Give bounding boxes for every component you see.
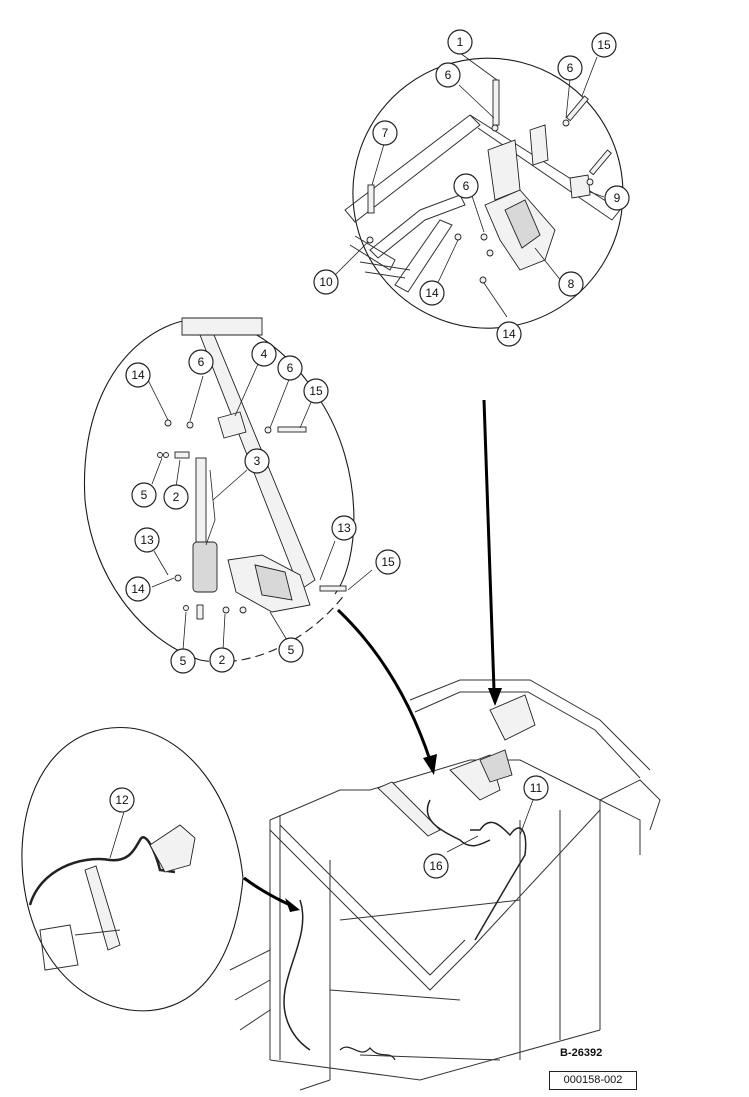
detail-top-right: 1 6 6 15 7 6 9 10 14 8 14 [313, 29, 630, 347]
callout-left-14b: 14 [125, 576, 151, 602]
callout-label: 15 [597, 38, 611, 52]
callout-label: 12 [115, 793, 129, 807]
leaders-left [147, 363, 373, 651]
pin-part-15 [565, 95, 589, 122]
pointer-arrows [243, 399, 502, 912]
vehicle-frame: 11 16 [229, 679, 661, 1091]
callout-top-right-14b: 14 [496, 321, 522, 347]
bracket-part-9 [569, 174, 591, 199]
callout-label: 6 [463, 179, 470, 193]
callout-top-right-8: 8 [558, 271, 584, 297]
detail-lower-left: 12 [21, 726, 244, 1012]
callout-top-right-1: 1 [447, 29, 473, 55]
callout-label: 2 [219, 653, 226, 667]
callout-left-13a: 13 [134, 527, 160, 553]
callout-label: 16 [429, 859, 443, 873]
callout-top-right-14a: 14 [419, 280, 445, 306]
detail-top-right-outline [352, 57, 624, 329]
callout-label: 14 [425, 286, 439, 300]
callout-label: 6 [287, 361, 294, 375]
callout-left-4: 4 [251, 341, 277, 367]
callout-label: 2 [173, 490, 180, 504]
plate [487, 139, 521, 201]
callout-top-right-7: 7 [372, 120, 398, 146]
callout-label: 10 [319, 275, 333, 289]
callout-left-6a: 6 [188, 349, 214, 375]
callout-label: 5 [180, 654, 187, 668]
callout-left-14a: 14 [125, 362, 151, 388]
detail-left-outline [83, 318, 355, 661]
callout-label: 6 [198, 355, 205, 369]
pin-part-15-lower [319, 585, 347, 592]
callout-label: 14 [131, 582, 145, 596]
callout-left-15b: 15 [375, 549, 401, 575]
callout-left-13b: 13 [331, 515, 357, 541]
callout-left-2a: 2 [163, 484, 189, 510]
callout-lower-left-12: 12 [109, 787, 135, 813]
callout-label: 14 [502, 327, 516, 341]
callout-label: 3 [254, 454, 261, 468]
arrow-left-detail [336, 608, 432, 761]
callout-label: 6 [445, 68, 452, 82]
callout-label: 15 [381, 555, 395, 569]
callout-label: 14 [131, 368, 145, 382]
actuator-shaft [195, 457, 207, 544]
bolt-part-7 [367, 184, 375, 214]
pin-part-2 [174, 451, 190, 459]
callout-top-right-9: 9 [604, 185, 630, 211]
callout-left-6b: 6 [277, 355, 303, 381]
callout-left-2b: 2 [209, 647, 235, 673]
callout-left-15a: 15 [303, 378, 329, 404]
callout-label: 8 [568, 277, 575, 291]
vehicle-lift-bar [377, 781, 441, 837]
callout-label: 1 [457, 35, 464, 49]
pin-part-15-b [588, 149, 612, 176]
callout-label: 6 [567, 61, 574, 75]
callout-top-right-6c: 6 [453, 173, 479, 199]
callout-vehicle-16: 16 [423, 853, 449, 879]
callout-label: 7 [382, 126, 389, 140]
detail-lower-left-post [84, 865, 121, 951]
callout-vehicle-11: 11 [523, 775, 549, 801]
callout-label: 11 [530, 781, 543, 795]
pin-part-2-lower [196, 604, 204, 620]
callout-left-3: 3 [244, 448, 270, 474]
callout-label: 15 [309, 384, 323, 398]
actuator-motor [192, 541, 218, 593]
vehicle-mount [489, 694, 536, 741]
detail-lower-left-outline [21, 726, 244, 1012]
callout-top-right-6a: 6 [435, 62, 461, 88]
callout-top-right-6b: 6 [557, 55, 583, 81]
frame-section-top [344, 114, 621, 293]
link-part-4 [217, 411, 247, 439]
callout-left-5b: 5 [170, 648, 196, 674]
figure-label: B-26392 [560, 1047, 603, 1059]
nuts-top-right [366, 119, 594, 284]
callout-label: 13 [140, 533, 154, 547]
callout-label: 4 [261, 347, 268, 361]
callout-label: 5 [288, 643, 295, 657]
callout-top-right-10: 10 [313, 269, 339, 295]
callout-label: 5 [141, 488, 148, 502]
callout-top-right-15: 15 [591, 32, 617, 58]
callout-label: 9 [614, 191, 621, 205]
harness-part-16 [426, 799, 491, 847]
arrow-top-detail [482, 399, 496, 691]
harness-part-11 [470, 821, 527, 941]
lift-arm [181, 317, 263, 336]
figure-code: 000158-002 [549, 1071, 637, 1090]
arrow-lower-detail [243, 876, 291, 907]
callout-left-5a: 5 [131, 482, 157, 508]
callout-label: 13 [337, 521, 351, 535]
bolt-part-1 [492, 79, 500, 126]
callout-left-5c: 5 [278, 637, 304, 663]
detail-left: 14 6 4 6 15 3 5 2 13 13 14 15 5 2 5 [83, 317, 401, 674]
cable-connector [149, 824, 196, 873]
pin-part-15-left [277, 426, 307, 433]
nuts-left [157, 419, 272, 614]
